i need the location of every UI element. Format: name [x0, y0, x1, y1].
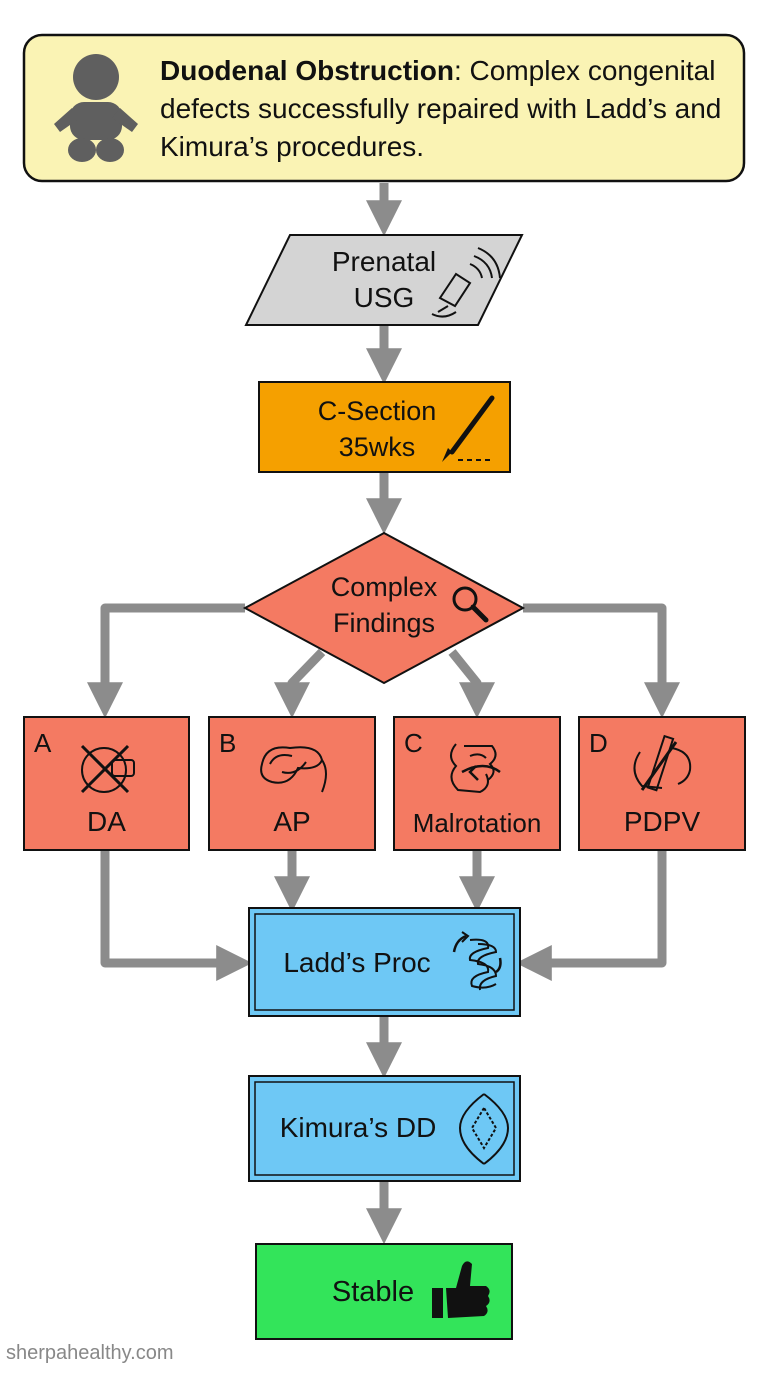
prenatal-label-line2: USG: [353, 282, 415, 313]
node-c-letter: C: [404, 728, 423, 758]
header-title-bold: Duodenal Obstruction: [160, 55, 454, 86]
ultrasound-probe-icon: [431, 247, 501, 318]
kimuras-dd-node: [248, 1075, 521, 1182]
arrow-findings-to-b: [274, 648, 326, 719]
intestine-rotation-icon: [450, 743, 501, 794]
node-a-label: DA: [87, 806, 126, 837]
duodenal-atresia-icon: [80, 744, 135, 794]
watermark: sherpahealthy.com: [6, 1342, 174, 1364]
ladds-procedure-label: Ladd’s Proc: [283, 947, 431, 978]
intestine-icon: [452, 931, 502, 991]
csection-label-line1: C-Section: [317, 396, 437, 426]
arrow-findings-to-c: [448, 649, 495, 719]
ladds-procedure-node: [248, 907, 521, 1017]
prenatal-label-line1: Prenatal: [331, 246, 437, 277]
node-d-pdpv: [578, 716, 746, 851]
ladds-procedure-inner-border: [254, 913, 515, 1011]
arrow-findings-to-a: [87, 603, 245, 719]
arrow-d-to-ladd: [515, 851, 667, 981]
node-c-label: Malrotation: [412, 808, 542, 838]
node-a-letter: A: [34, 728, 52, 758]
header-box: [22, 33, 746, 183]
baby-icon: [54, 54, 138, 162]
portal-vein-icon: [633, 734, 692, 792]
complex-findings-node: [242, 531, 526, 685]
magnifier-icon: [452, 586, 489, 623]
arrow-a-to-ladd: [100, 851, 253, 981]
node-c-malrotation: [393, 716, 561, 851]
annular-pancreas-icon: [260, 746, 327, 793]
scalpel-icon: [442, 395, 495, 462]
thumbs-up-icon: [432, 1261, 490, 1318]
node-d-letter: D: [589, 728, 608, 758]
stable-label: Stable: [331, 1276, 415, 1308]
prenatal-usg-node: [244, 234, 524, 326]
node-b-ap: [208, 716, 376, 851]
header-title: Duodenal Obstruction: Complex congenital…: [160, 52, 740, 166]
arrow-findings-to-d: [523, 603, 680, 719]
node-b-label: AP: [273, 806, 311, 837]
anastomosis-icon: [458, 1093, 510, 1165]
findings-label-line1: Complex: [330, 572, 438, 602]
node-b-letter: B: [219, 728, 237, 758]
kimuras-dd-label: Kimura’s DD: [279, 1112, 437, 1143]
csection-label-line2: 35wks: [338, 432, 416, 462]
findings-label-line2: Findings: [332, 608, 436, 638]
header-title-rest: : Complex congenital defects successfull…: [160, 55, 722, 162]
kimuras-dd-inner-border: [254, 1081, 515, 1176]
node-a-da: [23, 716, 190, 851]
node-d-label: PDPV: [623, 806, 701, 837]
